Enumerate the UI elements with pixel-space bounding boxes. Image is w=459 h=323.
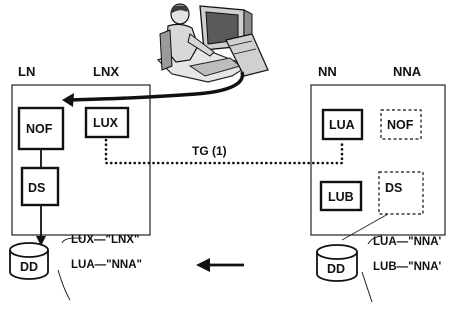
- lua-box-label: LUA: [329, 118, 355, 132]
- ds-box-right-label: DS: [385, 181, 402, 195]
- left-dd-bracket-bottom: [57, 269, 71, 301]
- right-dd-cylinder: [316, 252, 358, 282]
- right-dd-cylinder-top: [316, 244, 358, 260]
- left-dd-label: DD: [20, 260, 38, 274]
- right-node-frame: [310, 84, 446, 236]
- operator-to-nof-arrowhead: [62, 93, 74, 107]
- nof-box-right-label: NOF: [387, 118, 414, 132]
- right-dd-bracket: [367, 235, 383, 245]
- ds-to-dd-leader: [341, 213, 389, 241]
- left-node-frame: [11, 84, 151, 236]
- ds-dd-arrowhead: [36, 236, 46, 246]
- right-mapping-1: LUA—"NNA': [373, 236, 442, 248]
- left-mapping-2: LUA—"NNA": [71, 259, 142, 271]
- lub-box-label: LUB: [328, 190, 354, 204]
- right-node-header-nna: NNA: [393, 64, 422, 79]
- flow-arrow-left: [196, 258, 244, 272]
- tg-link-label: TG (1): [192, 144, 227, 158]
- operator-to-nof-arrow: [67, 71, 245, 102]
- nof-box-left-label: NOF: [26, 122, 53, 136]
- left-dd-cylinder: [9, 250, 49, 280]
- tg-link-line: [104, 138, 344, 165]
- ds-box-left: [20, 166, 60, 207]
- nof-box-right: [380, 109, 422, 140]
- lux-box-label: LUX: [93, 116, 119, 130]
- operator-terminal-icon: [156, 3, 269, 83]
- left-node-header-lnx: LNX: [93, 64, 119, 79]
- left-mapping-1: LUX—"LNX": [71, 234, 139, 246]
- lux-box: [84, 106, 130, 139]
- right-mapping-2: LUB—"NNA': [373, 261, 442, 273]
- right-node: NN NNA LUA NOF LUB DS: [310, 64, 446, 236]
- lub-box: [319, 180, 363, 212]
- left-node-header-ln: LN: [18, 64, 35, 79]
- ds-box-left-label: DS: [28, 181, 45, 195]
- ds-box-right: [378, 171, 424, 215]
- right-dd-bracket-bottom: [361, 271, 373, 303]
- left-database: DD LUX—"LNX" LUA—"NNA": [9, 234, 142, 301]
- left-dd-bracket: [61, 237, 82, 244]
- tg-link: TG (1): [104, 138, 344, 165]
- right-node-header-nn: NN: [318, 64, 337, 79]
- left-node: LN LNX NOF LUX DS: [11, 64, 151, 246]
- right-database: DD LUA—"NNA' LUB—"NNA': [316, 213, 442, 303]
- right-dd-label: DD: [327, 262, 345, 276]
- left-dd-cylinder-top: [9, 242, 49, 258]
